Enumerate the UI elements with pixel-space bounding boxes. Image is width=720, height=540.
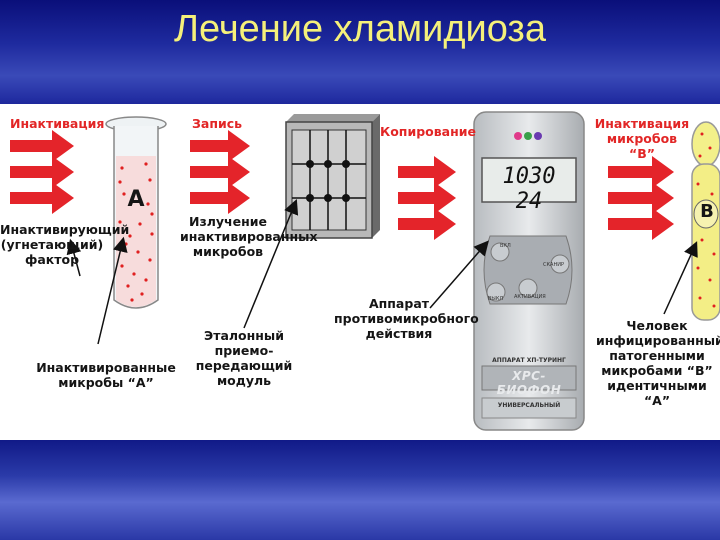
step-recording-label: Запись	[192, 116, 243, 131]
reference-module-label: Эталонный приемо-передающий модуль	[195, 328, 293, 388]
red-arrows-1-icon	[10, 130, 74, 214]
device-brand: ХРС-БИОФОН	[496, 369, 562, 397]
red-arrows-4-icon	[608, 156, 674, 240]
red-arrows-2-icon	[190, 130, 250, 214]
patient-label: Человек инфицированный патогенными микро…	[596, 318, 720, 408]
inhibiting-factor-label: Инактивирующий (угнетающий) фактор	[0, 222, 130, 267]
apparatus-device-icon	[473, 111, 585, 431]
patient-tube-icon	[691, 121, 720, 321]
reference-module-icon	[285, 114, 380, 239]
device-display: 1030 24	[502, 164, 556, 214]
device-button-on[interactable]: ВКЛ	[500, 243, 511, 249]
slide-title: Лечение хламидиоза	[174, 8, 546, 50]
pointer-arrows-icon	[66, 199, 698, 345]
tube-letter-a: А	[127, 187, 145, 212]
red-arrows-3-icon	[398, 156, 456, 240]
test-tube-icon	[105, 116, 167, 309]
device-button-off[interactable]: ВЫКЛ	[488, 296, 504, 302]
device-sub-line: УНИВЕРСАЛЬНЫЙ	[497, 402, 561, 409]
step-inactivation-label: Инактивация	[10, 116, 105, 131]
device-button-scan[interactable]: СКАНИР	[543, 262, 564, 268]
step-inactivation-b-label: Инактивация микробов “B”	[594, 116, 690, 161]
device-model-line: АППАРАТ ХП-ТУРИНГ	[492, 357, 566, 364]
emission-label: Излучение инактивированных микробов	[180, 214, 318, 259]
patient-letter-b: В	[700, 201, 714, 222]
diagram-artwork	[10, 111, 720, 431]
apparatus-label: Аппарат противомикробного действия	[334, 296, 479, 341]
step-copying-label: Копирование	[380, 124, 476, 139]
inactivated-microbes-label: Инактивированные микробы “А”	[36, 360, 176, 390]
device-button-activate[interactable]: АКТИВАЦИЯ	[514, 294, 546, 300]
